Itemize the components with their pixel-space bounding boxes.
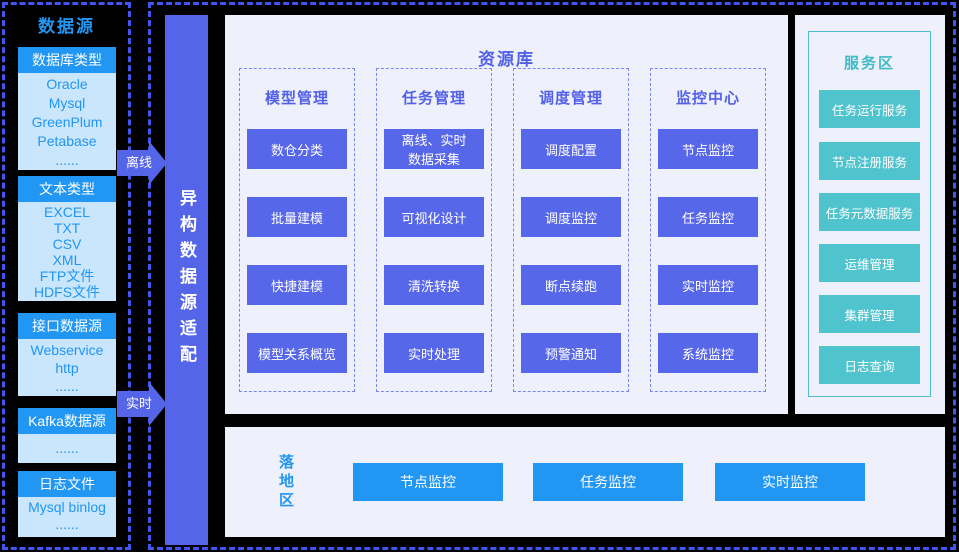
repo-button[interactable]: 清洗转换 (384, 265, 484, 305)
repo-button[interactable]: 实时处理 (384, 333, 484, 373)
group-items: ...... (18, 434, 116, 463)
group-header[interactable]: Kafka数据源 (18, 408, 116, 434)
column-header: 监控中心 (675, 90, 740, 107)
datasource-item: Oracle (46, 76, 88, 92)
service-button[interactable]: 任务元数据服务 (819, 193, 920, 231)
datasource-item: GreenPlum (31, 114, 103, 130)
column-header: 调度管理 (538, 90, 603, 107)
datasource-item: EXCEL (44, 204, 90, 220)
repo-button[interactable]: 预警通知 (521, 333, 621, 373)
repo-button[interactable]: 数仓分类 (247, 129, 347, 169)
datasource-item: Mysql (48, 95, 86, 111)
services-panel: 服务区 任务运行服务 节点注册服务 任务元数据服务 运维管理 集群管理 日志查询 (795, 15, 945, 414)
datasource-item: HDFS文件 (33, 284, 101, 300)
service-button[interactable]: 日志查询 (819, 346, 920, 384)
repo-button[interactable]: 调度配置 (521, 129, 621, 169)
adapter-bar: 异构数据源适配 (165, 15, 208, 545)
datasource-item: TXT (53, 220, 81, 236)
repo-button[interactable]: 离线、实时 数据采集 (384, 129, 484, 169)
repo-button[interactable]: 系统监控 (658, 333, 758, 373)
datasource-panel-title: 数据源 (38, 17, 95, 36)
group-items: EXCEL TXT CSV XML FTP文件 HDFS文件 (18, 202, 116, 301)
offline-arrow-label: 离线 (125, 155, 152, 170)
offline-flow-arrow-icon: 离线 (117, 141, 167, 185)
datasource-item: Mysql binlog (28, 499, 106, 515)
landing-zone-panel: 落地区 节点监控 任务监控 实时监控 (225, 427, 945, 537)
landing-zone-title-text: 落地区 (277, 454, 294, 511)
repo-button[interactable]: 断点续跑 (521, 265, 621, 305)
services-inner-box: 服务区 任务运行服务 节点注册服务 任务元数据服务 运维管理 集群管理 日志查询 (808, 31, 931, 397)
group-items: Mysql binlog ...... (18, 497, 116, 537)
repo-button[interactable]: 节点监控 (658, 129, 758, 169)
group-header[interactable]: 文本类型 (18, 176, 116, 202)
group-items: Oracle Mysql GreenPlum Petabase ...... (18, 73, 116, 170)
repo-button[interactable]: 任务监控 (658, 197, 758, 237)
datasource-item: ...... (55, 378, 79, 394)
repo-button[interactable]: 实时监控 (658, 265, 758, 305)
datasource-group-kafka: Kafka数据源 ...... (18, 408, 116, 463)
column-monitor-center: 监控中心 节点监控 任务监控 实时监控 系统监控 (650, 68, 766, 392)
column-schedule-management: 调度管理 调度配置 调度监控 断点续跑 预警通知 (513, 68, 629, 392)
arrow-head (149, 141, 167, 185)
service-button[interactable]: 集群管理 (819, 295, 920, 333)
landing-zone-title: 落地区 (275, 454, 296, 516)
datasource-item: http (55, 360, 79, 376)
repo-button[interactable]: 模型关系概览 (247, 333, 347, 373)
adapter-bar-label: 异构数据源适配 (177, 189, 196, 371)
repository-title: 资源库 (478, 50, 535, 69)
datasource-item: ...... (55, 440, 79, 456)
datasource-group-log: 日志文件 Mysql binlog ...... (18, 471, 116, 537)
service-button[interactable]: 任务运行服务 (819, 90, 920, 128)
datasource-group-text: 文本类型 EXCEL TXT CSV XML FTP文件 HDFS文件 (18, 176, 116, 301)
datasource-item: ...... (55, 516, 79, 532)
datasource-item: Petabase (37, 133, 97, 149)
services-title: 服务区 (843, 55, 895, 72)
group-header[interactable]: 接口数据源 (18, 313, 116, 339)
datasource-item: ...... (55, 152, 79, 168)
realtime-arrow-label: 实时 (125, 396, 152, 411)
arrow-body (117, 391, 149, 417)
platform-dashed-frame (148, 2, 956, 550)
repo-button[interactable]: 调度监控 (521, 197, 621, 237)
datasource-dashed-frame (2, 2, 131, 550)
datasource-item: FTP文件 (39, 268, 95, 284)
group-items: Webservice http ...... (18, 339, 116, 396)
group-header[interactable]: 日志文件 (18, 471, 116, 497)
service-button[interactable]: 节点注册服务 (819, 142, 920, 180)
datasource-group-database: 数据库类型 Oracle Mysql GreenPlum Petabase ..… (18, 47, 116, 170)
service-button[interactable]: 运维管理 (819, 244, 920, 282)
landing-button[interactable]: 节点监控 (353, 463, 503, 501)
datasource-group-interface: 接口数据源 Webservice http ...... (18, 313, 116, 396)
datasource-item: Webservice (30, 342, 104, 358)
column-header: 模型管理 (264, 90, 329, 107)
landing-button[interactable]: 任务监控 (533, 463, 683, 501)
repo-button[interactable]: 批量建模 (247, 197, 347, 237)
landing-button[interactable]: 实时监控 (715, 463, 865, 501)
column-model-management: 模型管理 数仓分类 批量建模 快捷建模 模型关系概览 (239, 68, 355, 392)
arrow-head (149, 382, 167, 426)
realtime-flow-arrow-icon: 实时 (117, 382, 167, 426)
column-header: 任务管理 (401, 90, 466, 107)
repo-button[interactable]: 可视化设计 (384, 197, 484, 237)
repo-button[interactable]: 快捷建模 (247, 265, 347, 305)
datasource-item: XML (52, 252, 82, 268)
repository-panel: 资源库 模型管理 数仓分类 批量建模 快捷建模 模型关系概览 任务管理 离线、实… (225, 15, 788, 414)
column-task-management: 任务管理 离线、实时 数据采集 可视化设计 清洗转换 实时处理 (376, 68, 492, 392)
group-header[interactable]: 数据库类型 (18, 47, 116, 73)
datasource-item: CSV (52, 236, 82, 252)
arrow-body (117, 150, 149, 176)
